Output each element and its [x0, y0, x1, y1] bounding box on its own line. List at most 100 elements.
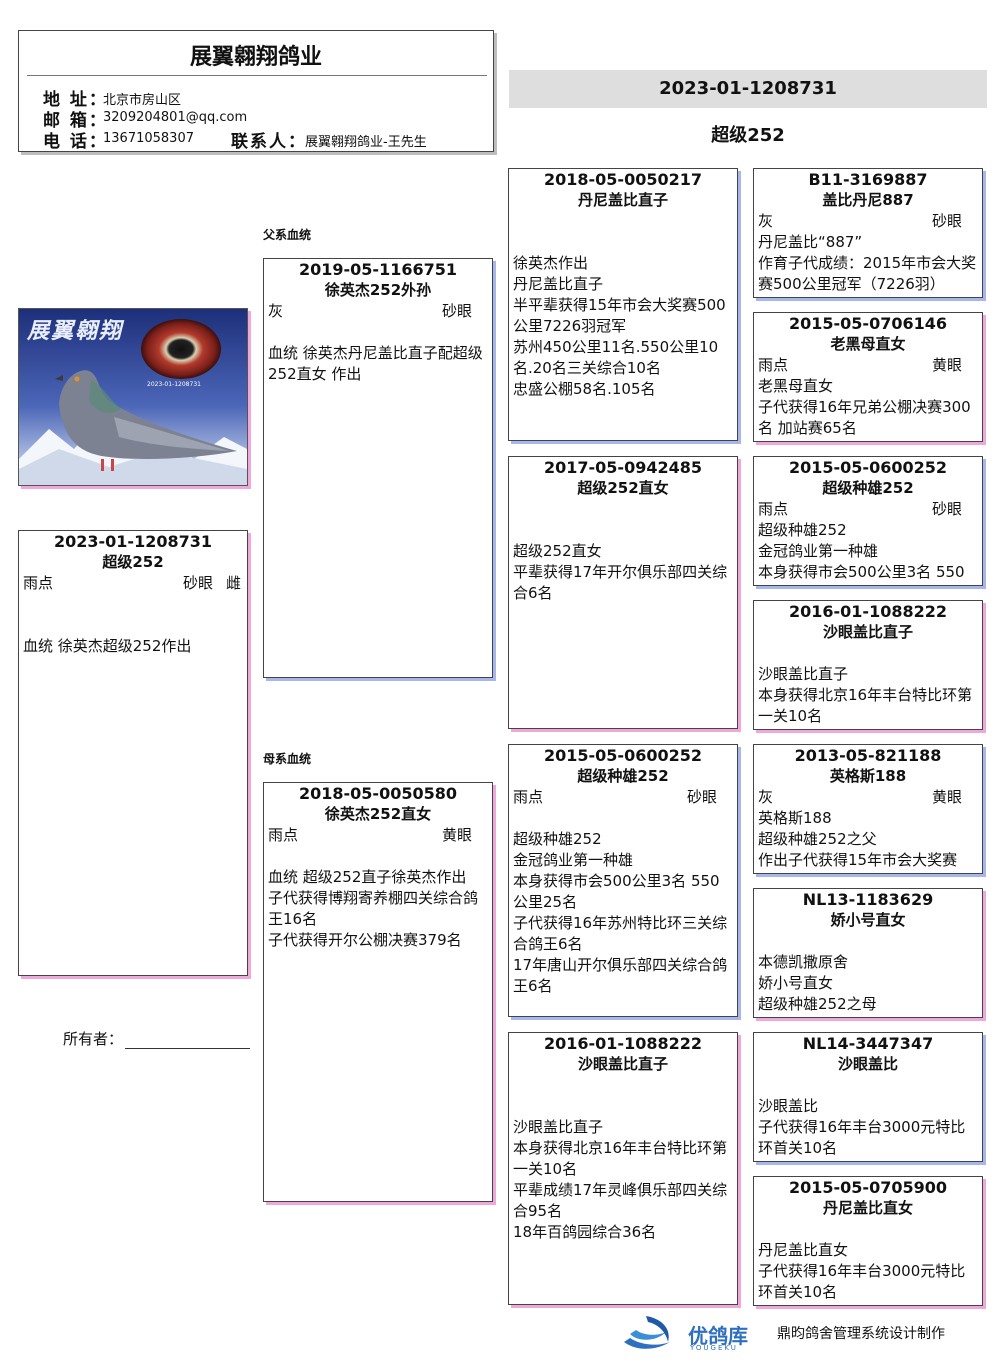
ring-number: 2015-05-0600252	[758, 458, 978, 478]
pigeon-name: 娇小号直女	[758, 910, 978, 931]
plumage-color: 雨点	[758, 355, 788, 376]
pigeon-notes: 沙眼盖比 子代获得16年丰台3000元特比环首关10名	[758, 1096, 978, 1159]
pigeon-notes: 丹尼盖比“887” 作育子代成绩：2015年市会大奖赛500公里冠军（7226羽…	[758, 232, 978, 295]
pigeon-notes: 超级252直女 平辈获得17年开尔俱乐部四关综合6名	[513, 541, 733, 604]
pigeon-name: 丹尼盖比直子	[513, 190, 733, 211]
color-eye-row: 灰 黄眼	[758, 787, 978, 808]
pigeon-ring-bar: 2023-01-1208731	[509, 70, 987, 108]
pigeon-name: 超级252	[23, 552, 243, 573]
eye-type: 黄眼	[932, 787, 962, 808]
ring-number: 2016-01-1088222	[513, 1034, 733, 1054]
eye-type: 砂眼	[932, 499, 962, 520]
contact-value: 展翼翱翔鸽业-王先生	[305, 131, 427, 150]
pigeon-notes: 血统 超级252直子徐英杰作出 子代获得博翔寄养棚四关综合鸽王16名 子代获得开…	[268, 867, 488, 951]
owner-field: 所有者：	[63, 1028, 250, 1049]
pigeon-name-title: 超级252	[509, 121, 987, 147]
pigeon-name: 沙眼盖比	[758, 1054, 978, 1075]
header-divider	[27, 75, 487, 76]
dam-card[interactable]: 2018-05-0050580 徐英杰252直女 雨点 黄眼 血统 超级252直子…	[263, 782, 493, 1202]
dam-sire-dam-card[interactable]: NL13-1183629 娇小号直女 本德凯撒原舍 娇小号直女 超级种雄252之…	[753, 888, 983, 1018]
pigeon-notes: 超级种雄252 金冠鸽业第一种雄 本身获得市会500公里3名 550	[758, 520, 978, 583]
dam-sire-card[interactable]: 2015-05-0600252 超级种雄252 雨点砂眼 超级种雄252 金冠鸽…	[508, 744, 738, 1017]
pigeon-name: 沙眼盖比直子	[758, 622, 978, 643]
pigeon-notes: 血统 徐英杰丹尼盖比直子配超级252直女 作出	[268, 343, 488, 385]
ring-number: 2019-05-1166751	[268, 260, 488, 280]
color-eye-row	[513, 1075, 733, 1096]
color-eye-row: 灰 砂眼	[268, 301, 488, 322]
pigeon-photo: 展翼翱翔 2023-01-1208731	[18, 308, 248, 486]
phone-label: 电 话：	[43, 127, 108, 152]
owner-label: 所有者：	[63, 1030, 123, 1048]
ring-number: NL13-1183629	[758, 890, 978, 910]
color-eye-row: 雨点 砂眼	[758, 499, 978, 520]
phone-value: 13671058307	[103, 131, 194, 146]
footer: 优鸽库 YOUGEKU 鼎昀鸽舍管理系统设计制作	[620, 1310, 980, 1356]
ring-number: 2018-05-0050580	[268, 784, 488, 804]
sire-dam-dam-card[interactable]: 2016-01-1088222 沙眼盖比直子 沙眼盖比直子 本身获得北京16年丰…	[753, 600, 983, 730]
sire-sire-dam-card[interactable]: 2015-05-0706146 老黑母直女 雨点黄眼 老黑母直女 子代获得16年…	[753, 312, 983, 442]
pigeon-name: 超级252直女	[513, 478, 733, 499]
pigeon-name: 沙眼盖比直子	[513, 1054, 733, 1075]
dam-dam-sire-card[interactable]: NL14-3447347 沙眼盖比 沙眼盖比 子代获得16年丰台3000元特比环…	[753, 1032, 983, 1162]
brand-english: YOUGEKU	[690, 1344, 738, 1352]
sire-dam-sire-card[interactable]: 2015-05-0600252 超级种雄252 雨点 砂眼 超级种雄252 金冠鸽…	[753, 456, 983, 586]
ring-number: NL14-3447347	[758, 1034, 978, 1054]
address-value: 北京市房山区	[103, 89, 181, 108]
color-eye-row	[758, 1075, 978, 1096]
eye-type: 黄眼	[442, 825, 472, 846]
plumage-color: 灰	[758, 211, 773, 232]
color-eye-row	[513, 499, 733, 520]
credit-text: 鼎昀鸽舍管理系统设计制作	[777, 1323, 945, 1343]
color-eye-row	[758, 1219, 978, 1240]
eye-type: 砂眼	[442, 301, 472, 322]
eye-type: 砂眼	[183, 573, 213, 594]
eye-type: 砂眼	[687, 787, 717, 808]
photo-headline: 展翼翱翔	[27, 313, 123, 345]
pigeon-name: 超级种雄252	[758, 478, 978, 499]
pigeon-name: 丹尼盖比直女	[758, 1198, 978, 1219]
dam-dam-card[interactable]: 2016-01-1088222 沙眼盖比直子 沙眼盖比直子 本身获得北京16年丰…	[508, 1032, 738, 1305]
email-value[interactable]: 3209204801@qq.com	[103, 110, 247, 125]
sex: 雌	[226, 573, 241, 594]
sire-sire-card[interactable]: 2018-05-0050217 丹尼盖比直子 徐英杰作出 丹尼盖比直子 半平辈获…	[508, 168, 738, 441]
subject-pigeon-card[interactable]: 2023-01-1208731 超级252 雨点 砂眼 雌 血统 徐英杰超级25…	[18, 530, 248, 976]
pigeon-name: 老黑母直女	[758, 334, 978, 355]
plumage-color: 雨点	[23, 573, 53, 594]
pigeon-notes: 沙眼盖比直子 本身获得北京16年丰台特比环第一关10名 平辈成绩17年灵峰俱乐部…	[513, 1117, 733, 1243]
color-eye-row: 雨点 黄眼	[758, 355, 978, 376]
pigeon-notes: 英格斯188 超级种雄252之父 作出子代获得15年市会大奖赛	[758, 808, 978, 871]
pigeon-name: 徐英杰252外孙	[268, 280, 488, 301]
pigeon-notes: 血统 徐英杰超级252作出	[23, 636, 243, 657]
color-eye-row: 雨点 黄眼	[268, 825, 488, 846]
owner-blank-line[interactable]	[125, 1034, 250, 1049]
eye-type: 黄眼	[932, 355, 962, 376]
paternal-section-label: 父系血统	[263, 226, 311, 243]
ring-number: 2015-05-0706146	[758, 314, 978, 334]
sire-card[interactable]: 2019-05-1166751 徐英杰252外孙 灰 砂眼 血统 徐英杰丹尼盖比直…	[263, 258, 493, 678]
ring-number: 2023-01-1208731	[23, 532, 243, 552]
dam-dam-dam-card[interactable]: 2015-05-0705900 丹尼盖比直女 丹尼盖比直女 子代获得16年丰台3…	[753, 1176, 983, 1306]
sire-dam-card[interactable]: 2017-05-0942485 超级252直女 超级252直女 平辈获得17年开…	[508, 456, 738, 729]
color-eye-row	[758, 643, 978, 664]
color-eye-row: 雨点砂眼	[513, 787, 733, 808]
pigeon-name: 超级种雄252	[513, 766, 733, 787]
ring-number: 2016-01-1088222	[758, 602, 978, 622]
pigeon-notes: 徐英杰作出 丹尼盖比直子 半平辈获得15年市会大奖赛500公里7226羽冠军 苏…	[513, 253, 733, 400]
pigeon-notes: 超级种雄252 金冠鸽业第一种雄 本身获得市会500公里3名 550公里25名 …	[513, 829, 733, 997]
contact-label: 联系人：	[231, 127, 307, 152]
ring-number: 2013-05-821188	[758, 746, 978, 766]
plumage-color: 雨点	[268, 825, 298, 846]
eye-type: 砂眼	[932, 211, 962, 232]
color-eye-row: 灰 砂眼	[758, 211, 978, 232]
plumage-color: 雨点	[758, 499, 788, 520]
color-eye-row: 雨点 砂眼 雌	[23, 573, 243, 594]
pigeon-notes: 沙眼盖比直子 本身获得北京16年丰台特比环第一关10名	[758, 664, 978, 727]
dam-sire-sire-card[interactable]: 2013-05-821188 英格斯188 灰黄眼 英格斯188 超级种雄252…	[753, 744, 983, 874]
plumage-color: 灰	[758, 787, 773, 808]
ring-number: 2015-05-0600252	[513, 746, 733, 766]
plumage-color: 灰	[268, 301, 283, 322]
header-box: 展翼翱翔鸽业 地 址： 北京市房山区 邮 箱： 3209204801@qq.co…	[18, 30, 494, 152]
yougeku-logo-icon	[620, 1312, 684, 1354]
sire-sire-sire-card[interactable]: B11-3169887 盖比丹尼887 灰砂眼 丹尼盖比“887” 作育子代成绩…	[753, 168, 983, 298]
pigeon-name: 徐英杰252直女	[268, 804, 488, 825]
